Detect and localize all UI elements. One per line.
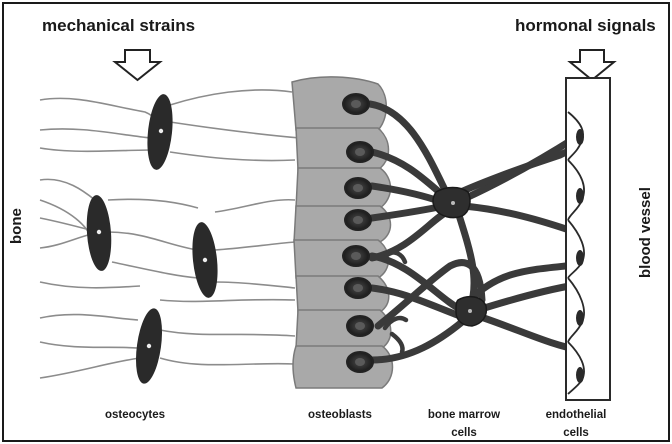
hormonal-signals-label: hormonal signals [515,16,656,35]
bone-label: bone [8,208,25,244]
bone-marrow-cells-label-line2: cells [451,427,477,439]
osteoblast-layer [292,77,393,388]
bone-marrow-cell [433,188,470,218]
blood-vessel-label: blood vessel [637,187,654,278]
bone-marrow-cells-label-line1: bone marrow [428,409,500,421]
mechanical-strains-label: mechanical strains [42,16,195,35]
osteoblasts-label: osteoblasts [308,409,372,421]
osteocytes-label: osteocytes [105,409,165,421]
endothelial-cells-label-line2: cells [563,427,589,439]
bone-marrow-cell [456,297,486,326]
endothelial-cells-label-line1: endothelial [546,409,607,421]
